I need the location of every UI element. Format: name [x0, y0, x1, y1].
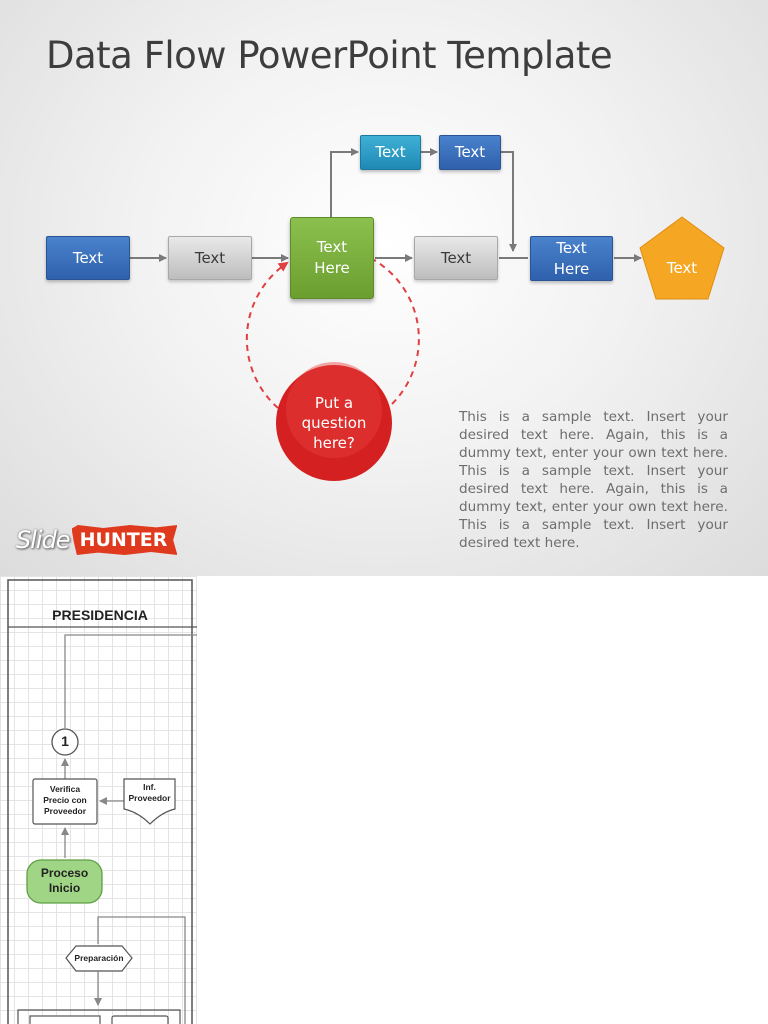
node-text-here: Text Here: [530, 236, 613, 281]
logo-slide-text: Slide: [16, 526, 71, 554]
verify-box: [32, 778, 98, 825]
lane-header: PRESIDENCIA: [52, 607, 148, 623]
sample-text: This is a sample text. Insert your desir…: [459, 409, 728, 551]
slide: Data Flow PowerPoint Template Text Text: [0, 0, 768, 576]
supplier-doc-shape: [123, 778, 176, 825]
start-label: Proceso Inicio: [40, 866, 89, 895]
question-circle: [276, 365, 392, 481]
connector-circle: [51, 728, 79, 756]
slide-title: Data Flow PowerPoint Template: [46, 34, 613, 77]
slidehunter-logo: Slide HUNTER: [16, 518, 178, 562]
node-top-1: Text: [360, 135, 421, 170]
logo-hunter-text: HUNTER: [71, 525, 178, 555]
verify-label: Verifica Precio con Proveedor: [43, 784, 87, 816]
pentagon-label: Text: [666, 259, 698, 277]
arrow-center-to-top1: [330, 148, 359, 217]
dashed-loop: [373, 259, 420, 405]
prep-hexagon: [65, 945, 133, 972]
connector-label: 1: [61, 733, 69, 749]
flowchart-panel: PRESIDENCIA 1 Verifica Precio con Provee…: [0, 576, 197, 1024]
start-terminal: [26, 859, 103, 904]
node-center: Text Here: [290, 217, 374, 299]
node-top-2: Text: [439, 135, 501, 170]
prep-label: Preparación: [74, 953, 124, 963]
pentagon-shape: [639, 216, 725, 300]
node-text-1: Text: [46, 236, 130, 280]
question-label: Put a question here?: [301, 394, 367, 452]
flow-connectors: [130, 148, 725, 481]
node-text-2: Text: [168, 236, 252, 280]
node-text-3: Text: [414, 236, 498, 280]
dashed-loop-left: [245, 261, 289, 409]
supplier-label: Inf. Proveedor: [128, 782, 171, 803]
flowchart-lines: [7, 579, 197, 1024]
lane-border: [7, 579, 193, 1024]
arrow-top2-to-down: [501, 151, 517, 252]
